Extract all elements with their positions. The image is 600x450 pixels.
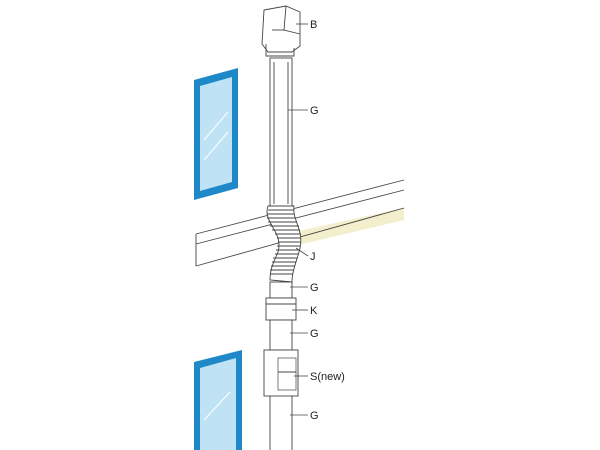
support-bracket-s-new xyxy=(263,349,299,397)
label-g-mid: G xyxy=(310,282,319,294)
upper-window xyxy=(194,68,238,200)
label-g-upper: G xyxy=(310,105,319,117)
flexible-joint-j xyxy=(266,205,302,283)
label-g-lower: G xyxy=(310,328,319,340)
beam-shadow-band xyxy=(294,208,404,246)
label-b: B xyxy=(310,19,317,31)
label-s-new: S(new) xyxy=(310,371,345,383)
lower-window xyxy=(194,350,242,450)
coupling-k xyxy=(265,297,297,321)
lower-pipe xyxy=(269,319,293,351)
middle-pipe xyxy=(269,281,293,299)
wall-beam xyxy=(195,179,405,267)
upper-window-glass xyxy=(200,77,232,191)
label-k: K xyxy=(310,305,318,317)
leader-j xyxy=(295,247,309,257)
upper-pipe xyxy=(269,57,293,209)
elbow-fitting-b xyxy=(261,5,301,57)
label-g-bottom: G xyxy=(310,410,319,422)
lower-window-glass xyxy=(200,358,236,450)
label-j: J xyxy=(310,251,316,263)
bottom-pipe xyxy=(269,396,293,450)
